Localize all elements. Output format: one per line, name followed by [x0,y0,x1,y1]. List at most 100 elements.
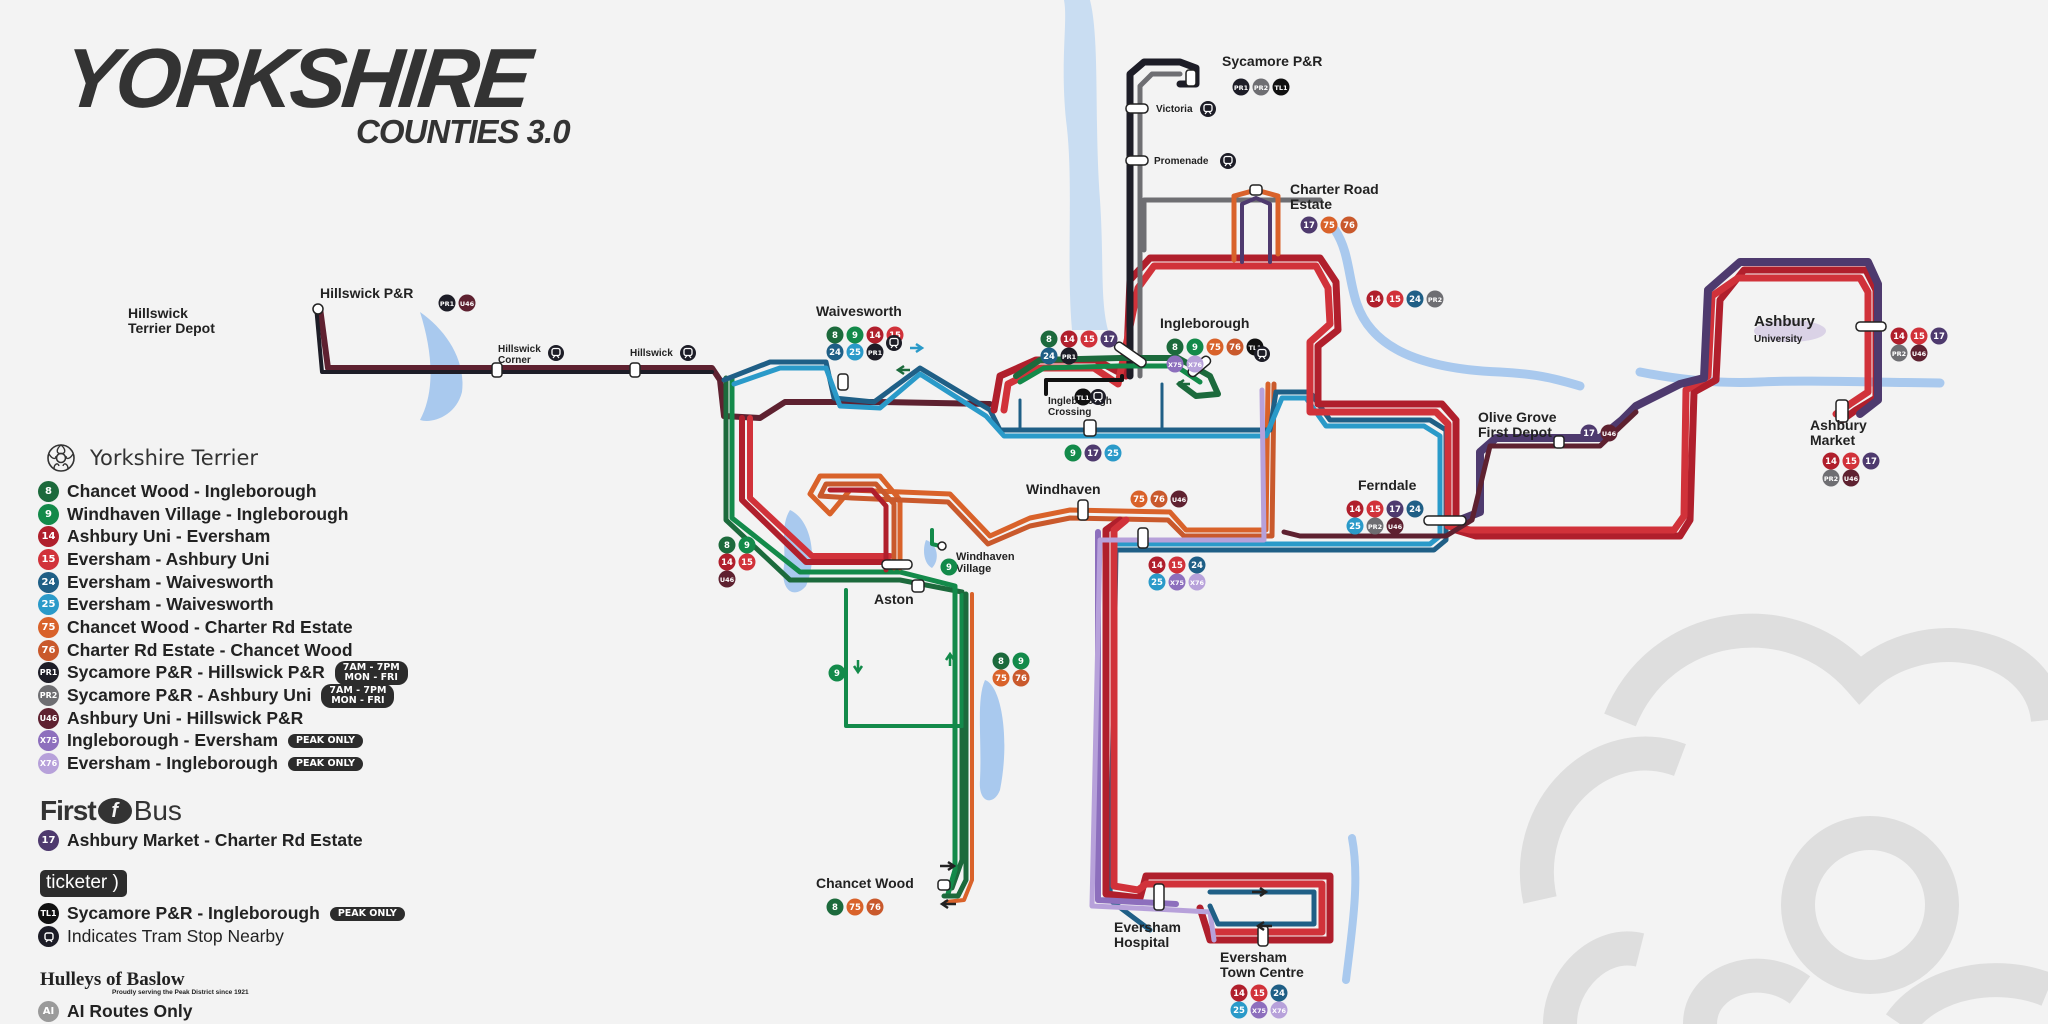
svg-text:15: 15 [1389,295,1401,305]
route-label: Eversham - Ashbury Uni [67,548,270,569]
stop-promenade[interactable]: Promenade [1154,156,1209,167]
svg-text:24: 24 [829,348,841,358]
yorkshire-terrier-brand: Yorkshire Terrier [40,442,558,474]
stop-marker-windhaven[interactable] [1077,499,1089,521]
river-water [1063,0,1108,330]
svg-text:75: 75 [1209,343,1221,353]
route-badge-24: 24 [1188,556,1206,574]
svg-text:X76: X76 [1188,361,1203,369]
svg-text:X76: X76 [1272,1007,1287,1015]
stop-hillswick[interactable]: Hillswick [630,348,673,359]
route-badge-pr2: PR2 [1252,78,1270,96]
svg-text:PR2: PR2 [1824,475,1838,483]
stop-marker-mid-south[interactable] [1137,527,1149,549]
stop-marker-aston-south[interactable] [911,579,925,593]
stop-marker-sycamore[interactable] [1185,69,1197,87]
stop-marker-ferndale[interactable] [1423,515,1467,526]
route-badge-9: 9 [1064,444,1082,462]
svg-text:75: 75 [849,903,861,913]
service-time-pill: PEAK ONLY [329,906,405,921]
svg-text:76: 76 [869,903,881,913]
stop-marker-promenade[interactable] [1125,155,1149,166]
svg-text:U46: U46 [460,300,475,308]
ticketer-wave-icon: ) [112,871,119,893]
stop-marker-ashbury-market[interactable] [1835,399,1849,423]
service-time-pill: PEAK ONLY [288,733,363,748]
stop-chancet-wood[interactable]: Chancet Wood 8 75 76 [816,875,914,916]
stop-marker-chancet[interactable] [937,879,951,891]
route-label: Chancet Wood - Charter Rd Estate [67,616,353,637]
svg-text:14: 14 [1825,457,1837,467]
route-badge-8: 8 [826,898,844,916]
stop-marker-charter[interactable] [1249,184,1263,196]
route-badge-24: 24 [1406,290,1424,308]
route-label: Eversham - Waivesworth [67,571,274,592]
stop-waivesworth[interactable]: Waivesworth8914152425PR1 [816,303,904,361]
stop-name: Chancet Wood [816,875,914,891]
stop-marker-windhaven-village[interactable] [937,541,947,551]
stop-name: First Depot [1478,424,1552,440]
svg-text:17: 17 [1303,221,1315,231]
route-lines [314,58,1882,944]
svg-text:17: 17 [1103,335,1115,345]
route-line-8 [723,375,965,891]
route-badge-pr2: PR2 [1366,517,1384,535]
svg-text:14: 14 [1063,335,1075,345]
svg-text:PR2: PR2 [1368,523,1382,531]
stop-victoria[interactable]: Victoria [1156,104,1193,115]
svg-text:75: 75 [995,674,1007,684]
stop-marker-aston[interactable] [881,559,913,570]
route-badge-14: 14 [1060,330,1078,348]
stop-aston-nine[interactable]: 9 [828,664,846,682]
stop-marker-hillswick-pr[interactable] [312,303,324,315]
svg-text:X75: X75 [1168,361,1183,369]
stop-marker-hillswick-corner[interactable] [491,362,503,378]
svg-text:9: 9 [1192,343,1198,353]
stop-marker-waivesworth[interactable] [837,373,849,391]
stop-ingleborough-crossing[interactable]: IngleboroughCrossingTL1 [1048,388,1112,419]
route-badge-x76: X76 [1186,355,1204,373]
svg-text:U46: U46 [720,576,735,584]
route-badge-17: 17 [1386,500,1404,518]
route-badge-ai: AI [38,1000,59,1022]
stop-marker-crossing[interactable] [1083,419,1097,437]
svg-text:76: 76 [1229,343,1241,353]
svg-text:24: 24 [1043,352,1055,362]
route-label: AI Routes Only [67,1000,193,1021]
svg-text:U46: U46 [1912,350,1927,358]
stop-marker-ashbury-uni[interactable] [1855,321,1887,332]
svg-text:9: 9 [744,541,750,551]
stop-marker-olive-grove[interactable] [1553,435,1565,449]
route-line-17 [1456,258,1882,524]
hulleys-tagline: Proudly serving the Peak District since … [112,989,249,996]
route-label: Ashbury Uni - Hillswick P&R [67,707,304,728]
stop-marker-hospital[interactable] [1153,883,1165,911]
stop-marker-hillswick[interactable] [629,362,641,378]
ticketer-brand: ticketer ) [40,869,127,897]
stop-aston[interactable]: Aston [874,591,914,607]
stop-name: Market [1810,432,1855,448]
route-badge-tl1: TL1 [1074,388,1092,406]
stop-marker-victoria[interactable] [1125,103,1149,114]
